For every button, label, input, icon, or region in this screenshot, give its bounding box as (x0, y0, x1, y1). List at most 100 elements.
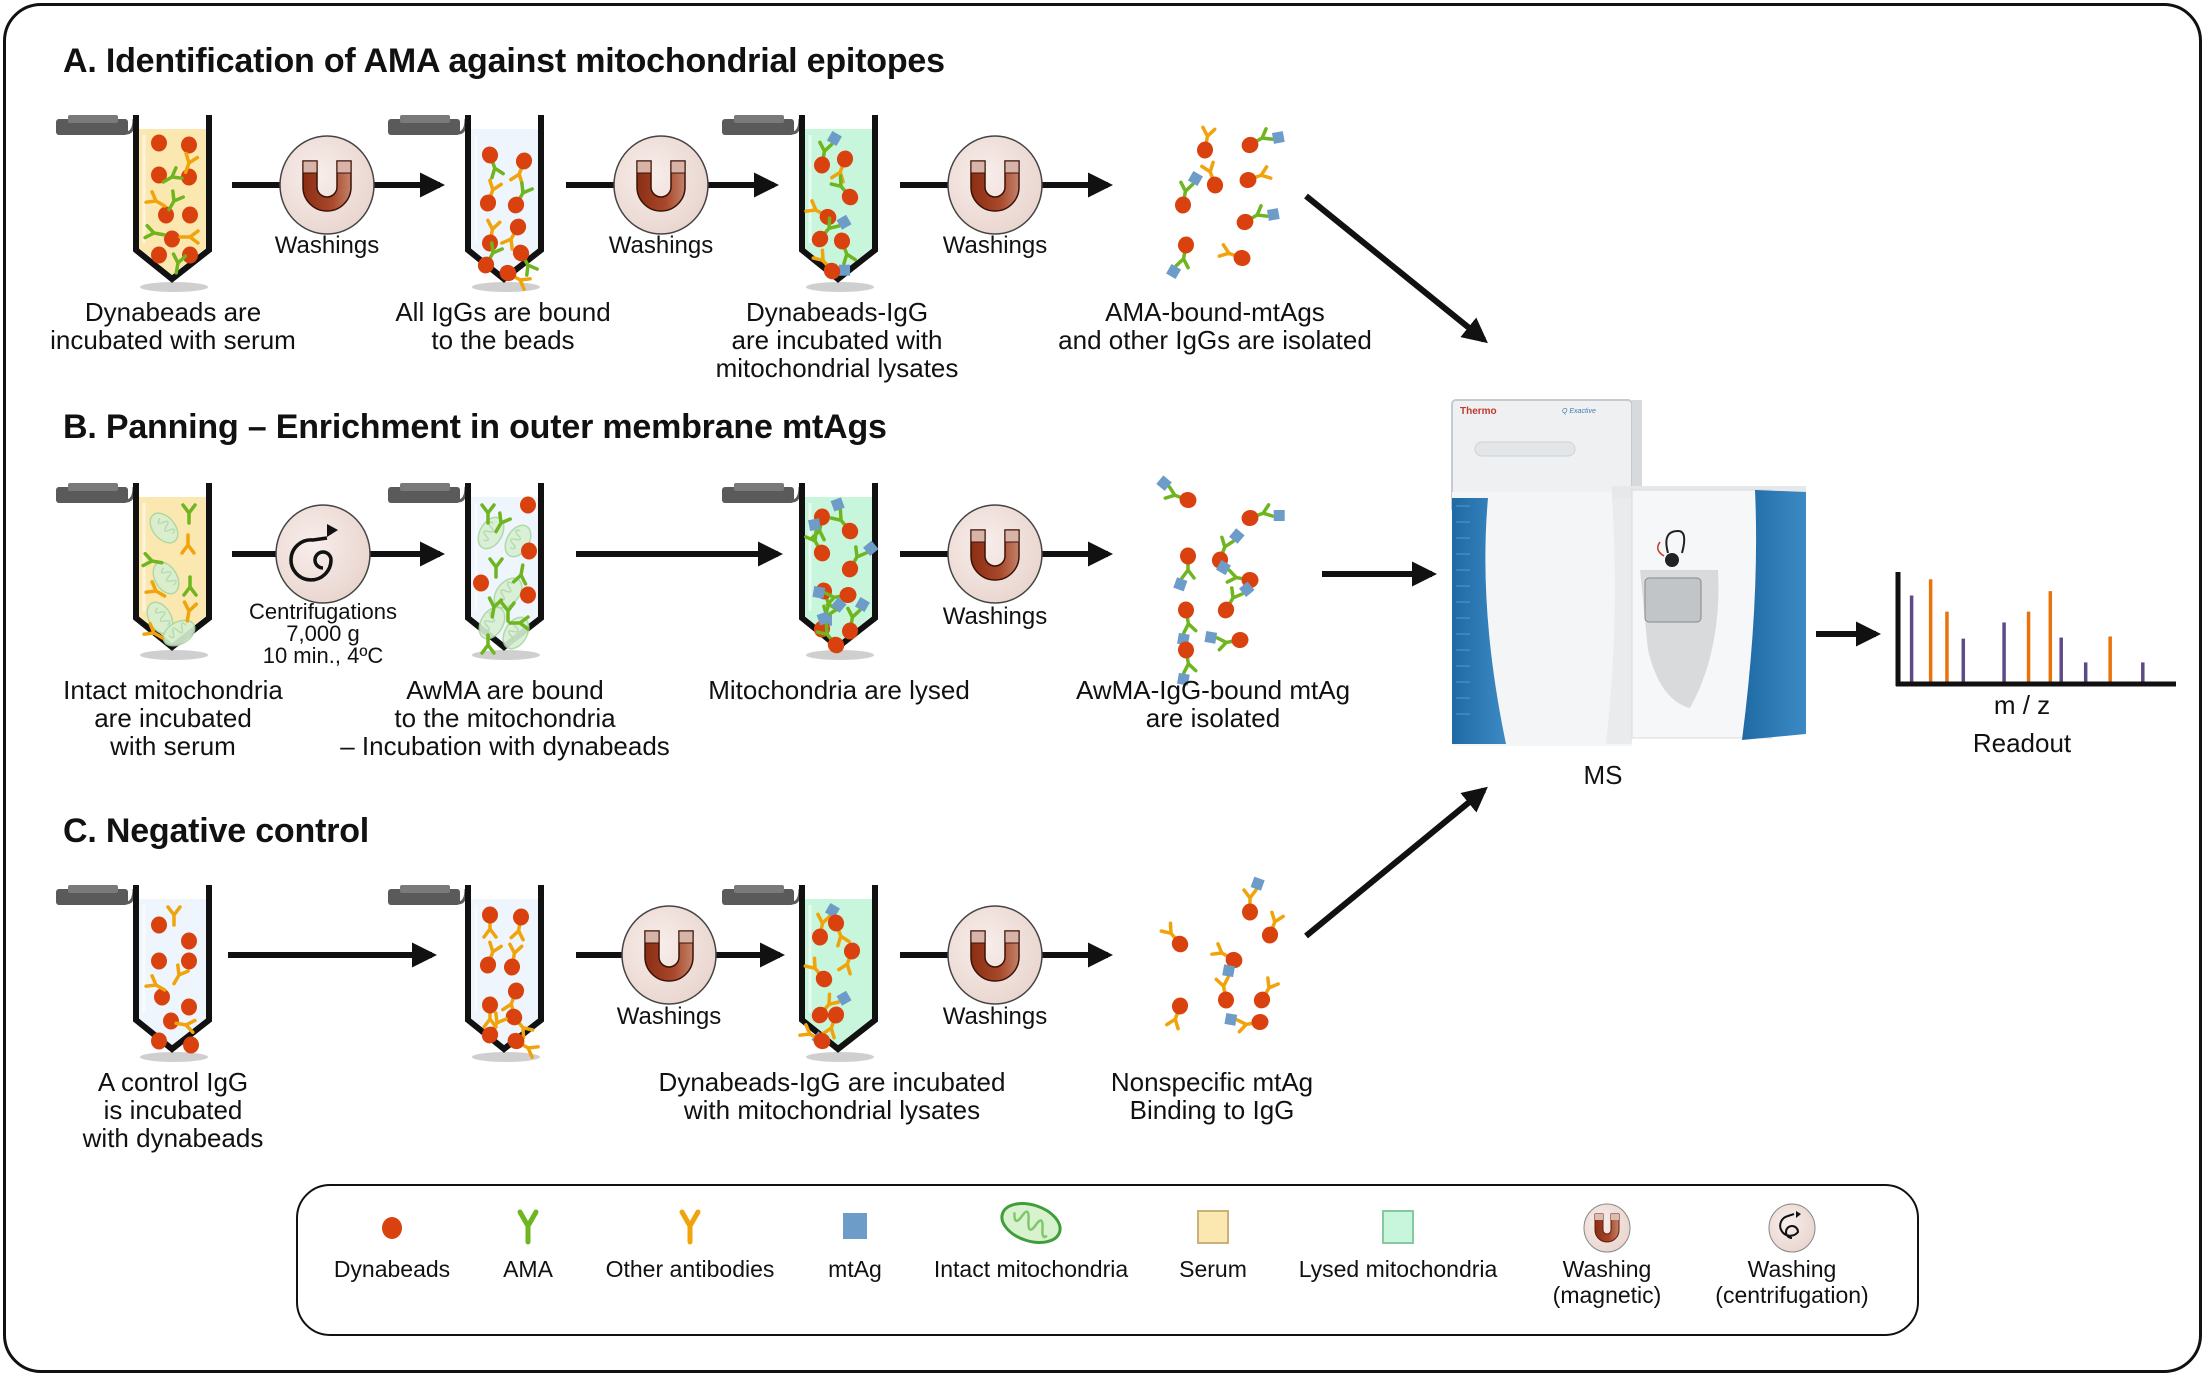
legend-item-dynabeads: Dynabeads (322, 1186, 462, 1334)
dynabead (473, 574, 489, 592)
section-a-title: A. Identification of AMA against mitocho… (63, 42, 945, 80)
tube-a3 (722, 115, 878, 292)
dynabead (151, 166, 167, 184)
dynabead (181, 998, 197, 1016)
tube-wall (133, 115, 212, 283)
other-antibody-icon (679, 1209, 701, 1245)
caption-b3: Mitochondria are lysed (708, 675, 970, 705)
legend-item-lysed-mitochondria: Lysed mitochondria (1283, 1186, 1513, 1334)
bead-antibody-complex (1159, 921, 1189, 953)
ama-antibody (488, 557, 504, 579)
legend-item-ama: AMA (488, 1186, 568, 1334)
dynabead (521, 542, 537, 560)
bead-antibody-complex (1217, 243, 1251, 267)
mtag-icon (843, 1213, 867, 1239)
dynabead (520, 586, 536, 604)
dynabead (163, 1012, 179, 1030)
bead-antibody-complex (512, 244, 539, 277)
magnet-wash-icon (279, 135, 375, 235)
step-label-a2: Washings (608, 232, 714, 259)
magnet-icon (1583, 1203, 1631, 1253)
bead-antibody-complex (1239, 165, 1273, 189)
tube-c1 (56, 885, 212, 1062)
other-antibody (183, 151, 200, 175)
ama-antibody (508, 615, 530, 631)
bead-antibody-complex (1177, 641, 1198, 686)
other-antibody (182, 600, 199, 623)
ama-antibody (181, 503, 197, 525)
bead-antibody-complex (827, 914, 851, 948)
magnet-wash-icon (947, 905, 1043, 1005)
bead-antibody-complex (841, 540, 879, 578)
other-antibody (144, 974, 167, 992)
bead-antibody-complex (1242, 876, 1265, 921)
ama-antibody (167, 189, 185, 212)
bead-antibody-complex (503, 942, 524, 976)
tube-b2 (388, 483, 544, 660)
ama-antibody (182, 575, 198, 597)
caption-b2: AwMA are bound to the mitochondria – Inc… (340, 675, 670, 761)
figure-frame (3, 3, 2202, 1373)
ama-antibody (143, 223, 166, 240)
ama-antibody (494, 511, 512, 534)
other-antibody (172, 963, 190, 986)
bead-antibody-complex (477, 241, 504, 274)
bead-antibody-complex (830, 150, 854, 184)
bead-antibody-complex (1217, 581, 1255, 619)
tube-a1 (56, 115, 212, 292)
bead-antibody-complex (811, 902, 840, 946)
ama-antibody-icon (517, 1209, 539, 1245)
bead-antibody-complex (479, 178, 503, 212)
dynabead (158, 206, 174, 224)
bead-antibody-complex (803, 956, 833, 988)
dynabead (151, 246, 167, 264)
tube-b3 (722, 483, 879, 660)
legend-item-washing-magnetic: Washing (magnetic) (1532, 1186, 1682, 1334)
bead-antibody-complex (509, 908, 530, 942)
caption-c3: Nonspecific mtAg Binding to IgG (1110, 1067, 1314, 1125)
ama-antibody (480, 633, 496, 655)
centrifuge-wash-icon (275, 504, 371, 604)
ama-antibody (511, 563, 528, 586)
readout-xlabel: m / z (1993, 690, 2051, 720)
bead-antibody-complex (1173, 547, 1196, 592)
dynabead (182, 246, 198, 264)
bead-antibody-complex (482, 906, 498, 939)
bead-antibody-complex (507, 181, 534, 214)
caption-a4: AMA-bound-mtAgs and other IgGs are isola… (1058, 297, 1372, 355)
tube-c2 (388, 885, 544, 1062)
bead-antibody-complex (481, 146, 505, 180)
bead-antibody-complex (509, 152, 533, 186)
bead-antibody-complex (811, 214, 852, 248)
dynabead (181, 136, 197, 154)
bead-antibody-complex (829, 497, 859, 540)
tube-b1 (56, 483, 212, 660)
other-antibody (142, 622, 165, 640)
mitochondrion (162, 619, 196, 647)
other-antibody (166, 905, 182, 927)
bead-antibody-complex (813, 130, 842, 174)
arrow-c-to-ms (1304, 786, 1488, 939)
bead-antibody-complex (804, 199, 837, 226)
magnet-wash-icon (613, 135, 709, 235)
tube-liquid (805, 129, 872, 275)
bead-antibody-complex (1204, 631, 1249, 652)
bead-antibody-complex (1177, 601, 1198, 646)
bead-antibody-complex (499, 264, 532, 291)
step-label-c1: Washings (616, 1003, 722, 1030)
ama-antibody (161, 166, 184, 184)
caption-b4: AwMA-IgG-bound mtAg are isolated (1075, 675, 1351, 733)
caption-a2: All IgGs are bound to the beads (395, 297, 611, 355)
bead-antibody-complex (811, 990, 852, 1024)
ms-model-label: Q Exactive (1562, 408, 1596, 415)
section-b-title: B. Panning – Enrichment in outer membran… (63, 408, 887, 446)
bead-antibody-complex (1236, 204, 1280, 231)
legend-item-intact-mitochondria: Intact mitochondria (916, 1186, 1146, 1334)
tube-wall (465, 885, 544, 1053)
bead-antibody-complex (798, 1023, 831, 1050)
dynabead (151, 1032, 167, 1050)
bead-antibody-complex (1156, 475, 1197, 509)
dynabead (151, 952, 167, 970)
